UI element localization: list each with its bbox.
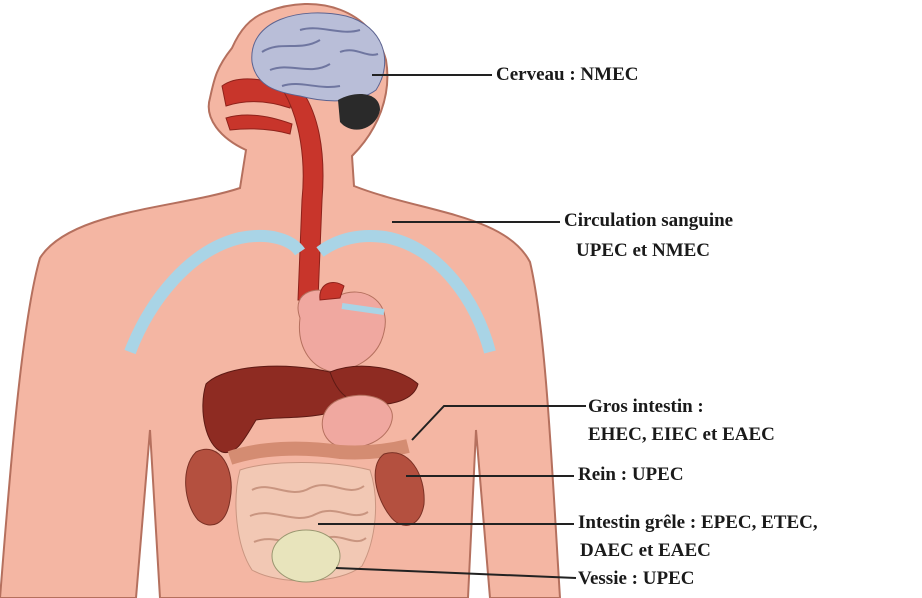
brain — [252, 13, 385, 101]
label-circulation-line2: UPEC et NMEC — [576, 238, 710, 264]
label-gros-intestin-line1: Gros intestin : — [588, 394, 704, 420]
label-rein: Rein : UPEC — [578, 462, 684, 488]
label-circulation-line1: Circulation sanguine — [564, 208, 733, 234]
bladder — [272, 530, 340, 582]
label-vessie: Vessie : UPEC — [578, 566, 694, 592]
label-intestin-grele-line1: Intestin grêle : EPEC, ETEC, — [578, 510, 818, 536]
label-intestin-grele-line2: DAEC et EAEC — [580, 538, 711, 564]
label-cerveau: Cerveau : NMEC — [496, 62, 638, 88]
label-gros-intestin-line2: EHEC, EIEC et EAEC — [588, 422, 775, 448]
